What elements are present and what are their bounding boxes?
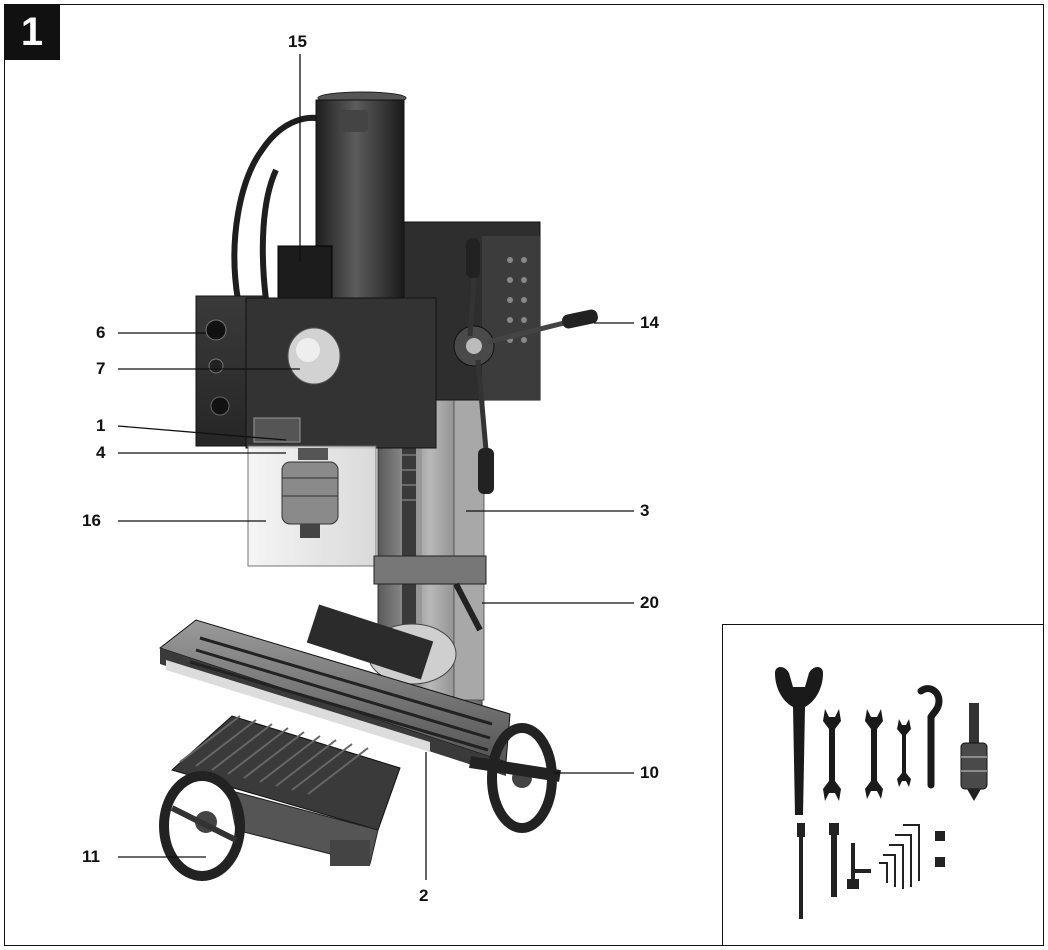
- accessories-inset: [722, 624, 1044, 946]
- callout-15: 15: [288, 32, 307, 51]
- double-wrench-c-icon: [897, 719, 911, 787]
- hook-spanner-icon: [917, 685, 943, 789]
- hex-keys-icon: [879, 824, 920, 889]
- callout-20: 20: [640, 593, 659, 612]
- bolt-icon: [829, 823, 839, 897]
- drawbar-icon: [797, 823, 805, 919]
- bellows-cover: [170, 715, 401, 866]
- head-housing: [195, 295, 437, 449]
- double-wrench-a-icon: [823, 709, 841, 801]
- lamp-hose: [231, 114, 332, 301]
- work-table: [158, 619, 511, 776]
- rack-gear: [402, 430, 416, 630]
- figure-number-badge: 1: [4, 4, 60, 60]
- motor: [277, 91, 407, 313]
- chip-guard: [247, 445, 377, 567]
- column-clamp: [373, 555, 487, 632]
- handwheel-y: [159, 771, 245, 881]
- double-wrench-b-icon: [865, 709, 883, 799]
- t-nut-icon: [935, 831, 945, 867]
- angle-scale: [306, 604, 457, 685]
- callout-1: 1: [96, 416, 106, 435]
- handwheel-x: [469, 723, 561, 833]
- callout-10: 10: [640, 763, 659, 782]
- callout-3: 3: [640, 501, 650, 520]
- figure-frame: [4, 4, 1044, 946]
- feed-lever: [453, 238, 598, 494]
- callout-6: 6: [96, 323, 106, 342]
- large-wrench-icon: [775, 667, 823, 815]
- chuck-key-icon: [847, 843, 871, 889]
- drill-chuck-icon: [960, 703, 988, 801]
- callout-2: 2: [419, 886, 429, 905]
- callout-16: 16: [82, 511, 101, 530]
- callout-11: 11: [82, 847, 100, 866]
- leader-lines: [117, 54, 634, 880]
- callout-7: 7: [96, 359, 106, 378]
- callout-14: 14: [640, 313, 659, 332]
- accessories-illustration: [775, 667, 988, 919]
- callout-4: 4: [96, 443, 106, 462]
